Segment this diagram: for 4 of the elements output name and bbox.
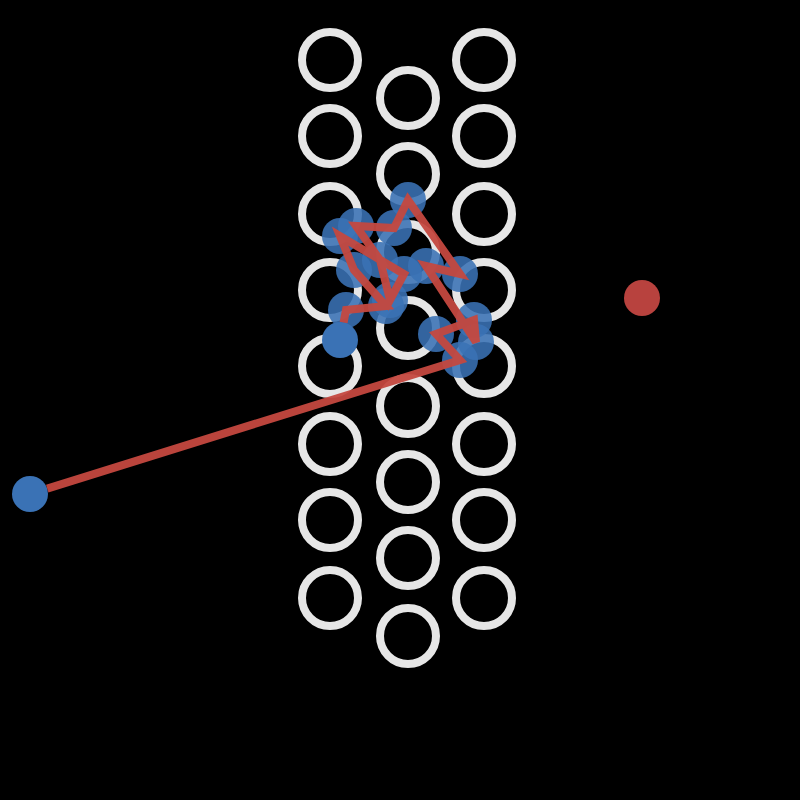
trajectory-line (46, 192, 480, 493)
lone-dot (624, 280, 660, 316)
path-start-dot (12, 476, 48, 512)
path-end-dot (322, 322, 358, 358)
